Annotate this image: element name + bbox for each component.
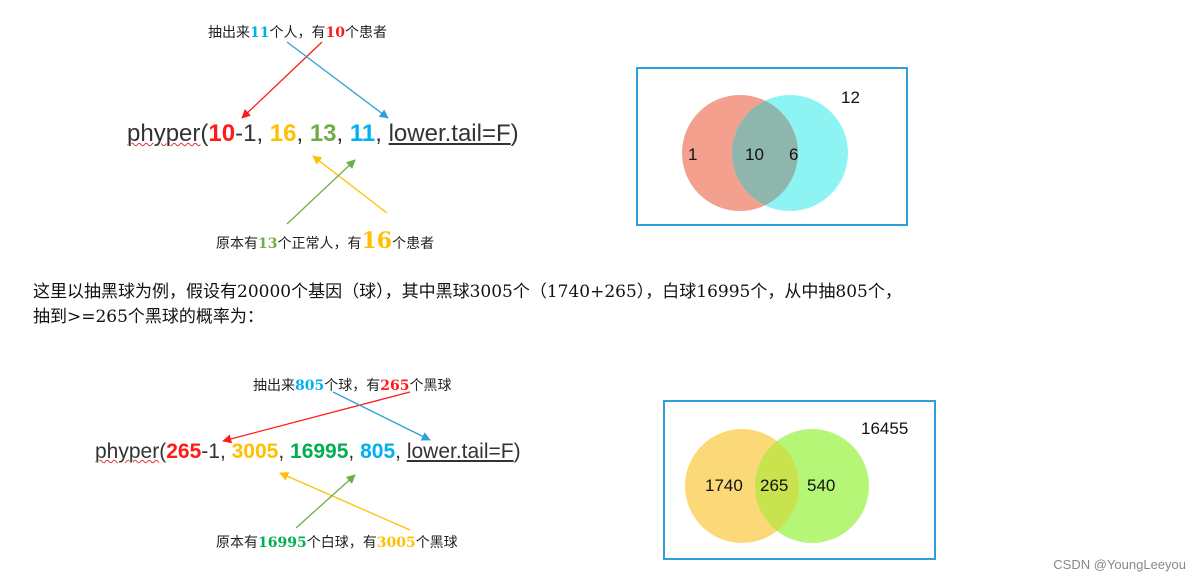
paren-open: ( <box>200 120 209 147</box>
paren-close: ) <box>513 440 521 463</box>
venn-bottom-diagram <box>685 429 869 543</box>
arg-m: 3005 <box>231 440 279 463</box>
explanation-line-2: 抽到>=265个黑球的概率为： <box>33 307 264 327</box>
arrow-bottom-yellow <box>279 472 411 531</box>
venn-top-box: 1 10 6 12 <box>636 67 908 226</box>
note-text: 抽出来 <box>208 25 250 41</box>
note-text: 个患者 <box>344 25 387 41</box>
bottom-note-drawn: 抽出来805个球，有265个黑球 <box>253 375 451 395</box>
bottom-note-population: 原本有16995个白球，有3005个黑球 <box>216 532 458 552</box>
arg-lower-tail: lower.tail=F <box>406 440 514 463</box>
function-name: phyper <box>127 120 201 147</box>
note-number-drawn: 11 <box>250 25 270 41</box>
note-text: 个患者 <box>392 236 435 252</box>
venn-bottom-outside-value: 16455 <box>861 419 909 438</box>
note-number-black: 265 <box>380 378 410 394</box>
sep: , <box>219 440 232 463</box>
venn-top-outside-value: 12 <box>841 88 860 107</box>
sep: , <box>256 120 270 147</box>
arg-q: 265 <box>166 440 202 463</box>
arrow-top-blue <box>286 41 389 119</box>
note-number-normal: 13 <box>258 236 278 252</box>
note-text: 抽出来 <box>253 378 295 394</box>
sep: , <box>336 120 350 147</box>
arg-n: 13 <box>309 120 337 147</box>
note-number-black-total: 3005 <box>376 535 416 551</box>
note-number-cases: 10 <box>325 25 345 41</box>
venn-bottom-overlap-value: 265 <box>760 476 789 495</box>
note-number-drawn: 805 <box>295 378 325 394</box>
paren-close: ) <box>510 120 519 147</box>
top-note-population: 原本有13个正常人，有16个患者 <box>216 228 434 254</box>
explanation-line-1: 这里以抽黑球为例，假设有20000个基因（球），其中黑球3005个（1740+2… <box>33 282 902 302</box>
venn-top-overlap <box>732 100 798 206</box>
note-text: 个球，有 <box>324 378 381 394</box>
arg-lower-tail: lower.tail=F <box>388 120 511 147</box>
arg-q: 10 <box>208 120 236 147</box>
venn-top-diagram <box>682 95 848 211</box>
note-text: 原本有 <box>216 236 258 252</box>
venn-top-overlap-value: 10 <box>745 145 764 164</box>
arg-q-offset: -1 <box>201 440 220 463</box>
note-text: 个白球，有 <box>306 535 377 551</box>
sep: , <box>278 440 291 463</box>
sep: , <box>348 440 361 463</box>
venn-top-right-value: 6 <box>789 145 799 164</box>
arg-q-offset: -1 <box>235 120 257 147</box>
arrow-bottom-blue <box>332 391 431 441</box>
top-formula: phyper(10-1, 16, 13, 11, lower.tail=F) <box>127 120 519 148</box>
venn-bottom-right-value: 540 <box>807 476 836 495</box>
venn-bottom-left-value: 1740 <box>705 476 743 495</box>
arrow-bottom-green <box>295 474 356 529</box>
venn-top-left-value: 1 <box>688 145 698 164</box>
arg-m: 16 <box>269 120 297 147</box>
note-text: 个人，有 <box>269 25 326 41</box>
top-note-drawn: 抽出来11个人，有10个患者 <box>208 22 387 42</box>
sep: , <box>375 120 389 147</box>
arg-n: 16995 <box>290 440 349 463</box>
sep: , <box>296 120 310 147</box>
bottom-formula: phyper(265-1, 3005, 16995, 805, lower.ta… <box>95 440 521 464</box>
arg-k: 805 <box>360 440 396 463</box>
paren-open: ( <box>159 440 167 463</box>
arrow-top-green <box>286 159 356 225</box>
function-name: phyper <box>95 440 160 463</box>
arrow-top-red <box>241 41 323 119</box>
venn-bottom-overlap <box>754 441 800 531</box>
arrow-top-yellow <box>312 155 388 214</box>
note-text: 个黑球 <box>409 378 452 394</box>
note-number-white: 16995 <box>258 535 307 551</box>
watermark: CSDN @YoungLeeyou <box>1053 557 1186 572</box>
note-text: 个黑球 <box>415 535 458 551</box>
note-text: 个正常人，有 <box>277 236 362 252</box>
venn-bottom-box: 1740 265 540 16455 <box>663 400 936 560</box>
sep: , <box>395 440 407 463</box>
note-number-patients: 16 <box>361 228 393 254</box>
arrow-bottom-red <box>222 391 411 444</box>
arg-k: 11 <box>349 120 376 147</box>
note-text: 原本有 <box>216 535 258 551</box>
